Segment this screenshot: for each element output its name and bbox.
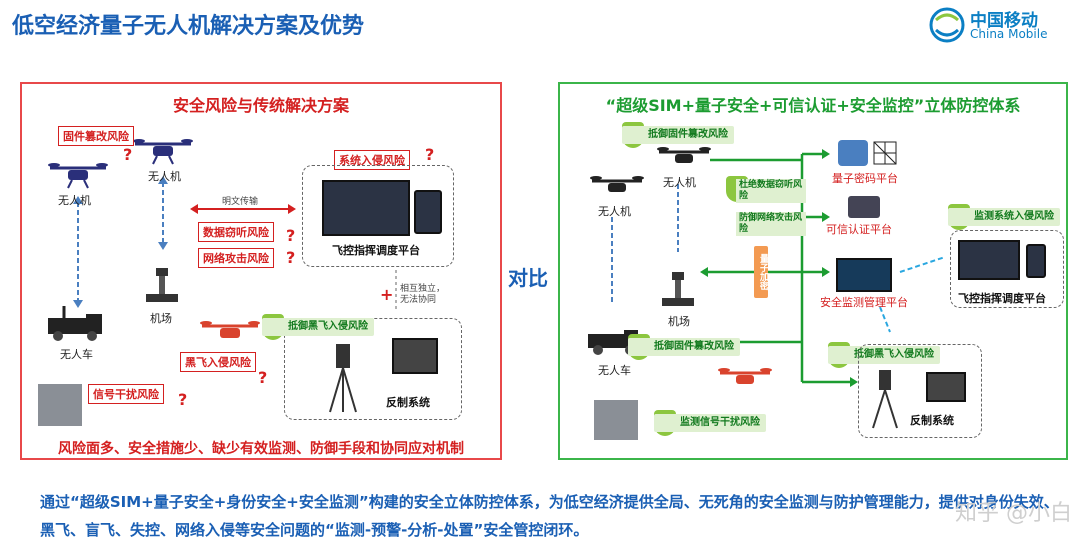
right-platform-screen-icon [958,240,1020,280]
left-airport-icon [146,268,178,302]
watermark: 知乎 @小白 [955,501,1072,526]
left-drone-1-icon [48,163,108,189]
jammer-tripod-icon [329,344,357,413]
flight-platform-box [302,165,454,267]
trusted-auth-icon [848,196,880,218]
logo-cn-text: 中国移动 [970,11,1038,31]
left-vehicle-label: 无人车 [60,348,93,361]
china-mobile-logo: 中国移动 China Mobile [928,6,1078,46]
right-panel-header: “超级SIM+量子安全+可信认证+安全监控”立体防控体系 [605,96,1021,115]
question-mark-icon: ? [123,145,133,164]
badge-monitor-jamming: 监测信号干扰风险 [654,414,766,432]
left-drone-1-label: 无人机 [58,194,91,207]
badge-resist-firmware-bottom: 抵御固件篡改风险 [628,338,740,356]
risk-eavesdrop: 数据窃听风险 [198,222,274,242]
logo-en-text: China Mobile [970,27,1048,41]
badge-resist-eavesdrop: 杜绝数据窃听风险 [736,179,806,203]
risk-firmware: 固件篡改风险 [58,126,134,146]
page-title: 低空经济量子无人机解决方案及优势 [12,14,365,39]
right-drone-top-label: 无人机 [663,176,696,189]
risk-black-fly: 黑飞入侵风险 [180,352,256,372]
platform-screen-icon [322,180,410,236]
right-flight-platform-label: 飞控指挥调度平台 [958,292,1046,305]
trusted-auth-label: 可信认证平台 [826,223,892,236]
cleartext-label: 明文传输 [222,197,259,207]
right-monitor-icon [926,372,966,402]
cross-icon: + [380,285,394,304]
right-tablet-icon [1026,244,1046,278]
jamming-person-photo [38,384,82,426]
left-vehicle-icon [48,306,102,341]
right-drone-left-label: 无人机 [598,205,631,218]
left-countermeasure-label: 反制系统 [386,396,430,409]
right-countermeasure-label: 反制系统 [910,414,954,427]
right-drone-left-icon [590,176,644,192]
black-fly-drone-icon [200,321,260,338]
left-drone-2-label: 无人机 [148,170,181,183]
quantum-grid-icon [873,141,897,165]
right-airport-label: 机场 [668,315,690,328]
left-drone-2-icon [133,139,193,165]
security-monitor-label: 安全监测管理平台 [820,296,908,309]
right-black-fly-drone-icon [718,368,772,384]
tablet-icon [414,190,442,234]
question-mark-icon: ? [178,390,188,409]
left-panel [20,82,502,460]
badge-resist-firmware-top: 抵御固件篡改风险 [622,126,734,144]
monitor-icon [392,338,438,374]
security-monitor-screen-icon [836,258,892,292]
left-diagram-lines [73,176,397,310]
left-panel-footer: 风险面多、安全措施少、缺少有效监测、防御手段和协同应对机制 [58,441,464,457]
summary-paragraph: 通过“超级SIM+量子安全+身份安全+安全监测”构建的安全立体防控体系，为低空经… [40,493,1059,539]
risk-jamming: 信号干扰风险 [88,384,164,404]
right-airport-icon [662,272,694,306]
right-vehicle-label: 无人车 [598,364,631,377]
question-mark-icon: ? [286,226,296,245]
risk-network-attack: 网络攻击风险 [198,248,274,268]
quantum-encrypt-tag: 量子加密 [754,246,768,298]
right-countermeasure-box [858,344,982,438]
independent-label: 相互独立， [400,284,446,294]
right-jammer-tripod-icon [872,370,898,429]
left-panel-header: 安全风险与传统解决方案 [172,96,349,115]
right-panel [558,82,1068,460]
left-flight-platform-label: 飞控指挥调度平台 [332,244,420,257]
vs-label: 对比 [508,266,548,290]
badge-resist-network: 防御网络攻击风险 [736,212,806,236]
right-jamming-person-photo [594,400,638,440]
badge-monitor-intrusion: 监测系统入侵风险 [948,208,1060,226]
right-drone-top-icon [657,147,711,163]
china-mobile-logo-icon [929,7,965,43]
no-coop-label: 无法协同 [400,295,437,305]
resist-black-fly-badge: 抵御黑飞入侵风险 [262,318,374,336]
question-mark-icon: ? [258,368,268,387]
right-flight-platform-box [950,230,1064,308]
quantum-key-label: 量子密码平台 [832,172,898,185]
left-airport-label: 机场 [150,312,172,325]
badge-resist-black-fly: 抵御黑飞入侵风险 [828,346,940,364]
quantum-server-icon [838,140,868,166]
question-mark-icon: ? [425,145,435,164]
question-mark-icon: ? [286,248,296,267]
